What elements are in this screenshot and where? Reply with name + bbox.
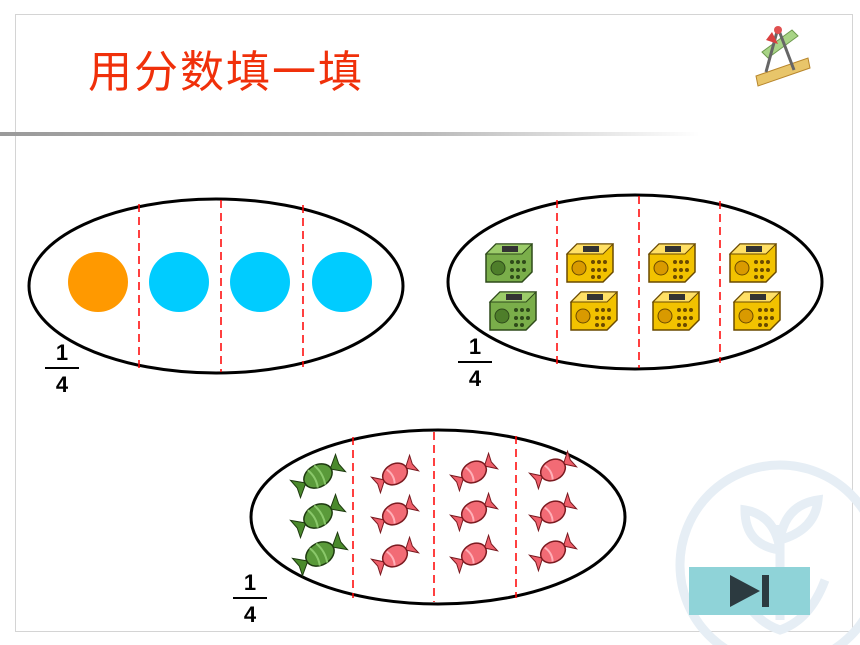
fraction-bar — [45, 367, 79, 369]
red-candy — [370, 493, 420, 535]
green-sharpener — [488, 291, 538, 331]
fraction-label-candies: 1 4 — [233, 571, 267, 627]
yellow-sharpener — [732, 291, 782, 331]
title-divider — [0, 132, 700, 136]
red-candy — [528, 491, 578, 533]
circle-group — [27, 197, 405, 375]
fraction-denominator: 4 — [243, 602, 257, 627]
fraction-label-sharpeners: 1 4 — [458, 335, 492, 391]
fraction-numerator: 1 — [468, 334, 482, 359]
sharpener-group-dividers — [556, 196, 721, 368]
candy-group — [249, 428, 627, 606]
fraction-numerator: 1 — [55, 340, 69, 365]
red-candy — [449, 533, 499, 575]
cyan-circle — [230, 252, 290, 312]
slide-title: 用分数填一填 — [88, 47, 364, 98]
circle-group-ellipse — [27, 197, 405, 375]
red-candy — [449, 491, 499, 533]
sharpener-group-ellipse — [446, 193, 824, 371]
red-candy — [370, 453, 420, 495]
sharpener-group — [446, 193, 824, 371]
fraction-label-circles: 1 4 — [45, 341, 79, 397]
red-candy — [370, 535, 420, 577]
fraction-bar — [233, 597, 267, 599]
green-candy — [291, 530, 349, 578]
skip-next-icon — [730, 575, 769, 607]
compass-ruler-icon — [755, 26, 811, 87]
yellow-sharpener — [569, 291, 619, 331]
yellow-sharpener — [728, 243, 778, 283]
candy-group-dividers — [352, 432, 517, 602]
fraction-denominator: 4 — [55, 372, 69, 397]
red-candy — [528, 449, 578, 491]
fraction-bar — [458, 361, 492, 363]
red-candy — [528, 531, 578, 573]
slide-frame — [15, 14, 853, 632]
cyan-circle — [312, 252, 372, 312]
next-slide-button[interactable] — [689, 567, 810, 615]
green-candy — [289, 452, 347, 500]
green-candy — [289, 492, 347, 540]
yellow-sharpener — [651, 291, 701, 331]
orange-circle — [68, 252, 128, 312]
yellow-sharpener — [647, 243, 697, 283]
red-candy — [449, 451, 499, 493]
fraction-denominator: 4 — [468, 366, 482, 391]
green-sharpener — [484, 243, 534, 283]
fraction-numerator: 1 — [243, 570, 257, 595]
cyan-circle — [149, 252, 209, 312]
circle-group-dividers — [138, 200, 304, 372]
yellow-sharpener — [565, 243, 615, 283]
